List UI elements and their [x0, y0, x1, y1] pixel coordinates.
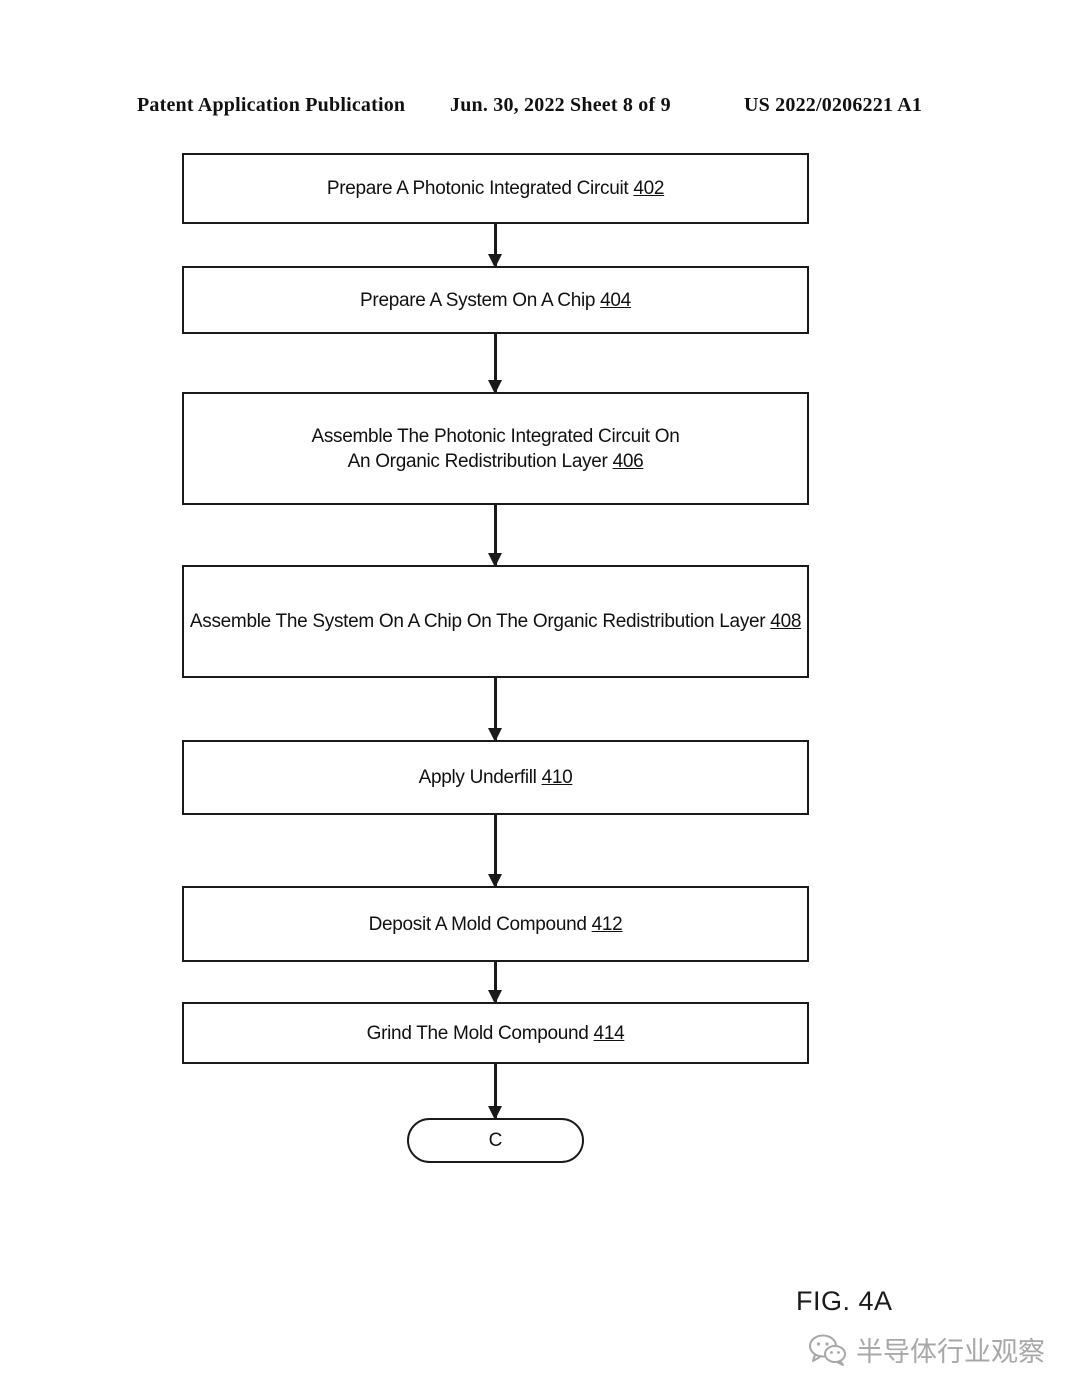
step-box: Prepare A Photonic Integrated Circuit 40… [182, 153, 809, 224]
step-box: Grind The Mold Compound 414 [182, 1002, 809, 1064]
step-reference-number: 404 [600, 289, 631, 311]
watermark: 半导体行业观察 [808, 1330, 1045, 1369]
flow-arrow [488, 815, 502, 888]
step-reference-number: 412 [591, 913, 623, 935]
flow-arrow [488, 962, 502, 1004]
step-reference-number: 402 [633, 178, 665, 199]
wechat-icon [808, 1333, 848, 1367]
step-box: Assemble The Photonic Integrated Circuit… [182, 392, 809, 505]
step-reference-number: 408 [770, 611, 802, 632]
step-text: Prepare A Photonic Integrated Circuit [326, 178, 629, 199]
step-text: An Organic Redistribution Layer [347, 450, 608, 472]
step-box: Deposit A Mold Compound 412 [182, 886, 809, 962]
step-text: Prepare A System On A Chip [360, 289, 596, 311]
publication-number: US 2022/0206221 A1 [744, 94, 923, 116]
connector-terminal: C [407, 1118, 584, 1163]
step-text: Apply Underfill [418, 767, 537, 788]
publication-date-sheet: Jun. 30, 2022 Sheet 8 of 9 [450, 94, 671, 116]
figure-label: FIG. 4A [796, 1286, 893, 1316]
publication-type: Patent Application Publication [137, 94, 406, 116]
step-box: Assemble The System On A Chip On The Org… [182, 565, 809, 678]
step-reference-number: 414 [593, 1022, 625, 1044]
flow-arrow [488, 1064, 502, 1120]
step-reference-number: 410 [541, 767, 573, 788]
flow-arrow [488, 334, 502, 394]
step-box: Apply Underfill 410 [182, 740, 809, 815]
step-reference-number: 406 [612, 450, 644, 472]
step-text: Assemble The System On A Chip On The Org… [189, 611, 766, 632]
flow-arrow [488, 678, 502, 742]
flow-arrow [488, 505, 502, 567]
watermark-text: 半导体行业观察 [856, 1337, 1045, 1367]
step-text: Grind The Mold Compound [366, 1022, 589, 1044]
step-text: Deposit A Mold Compound [368, 913, 587, 935]
step-box: Prepare A System On A Chip 404 [182, 266, 809, 334]
connector-label: C [488, 1129, 503, 1151]
flow-arrow [488, 224, 502, 268]
step-text: Assemble The Photonic Integrated Circuit… [311, 425, 680, 447]
